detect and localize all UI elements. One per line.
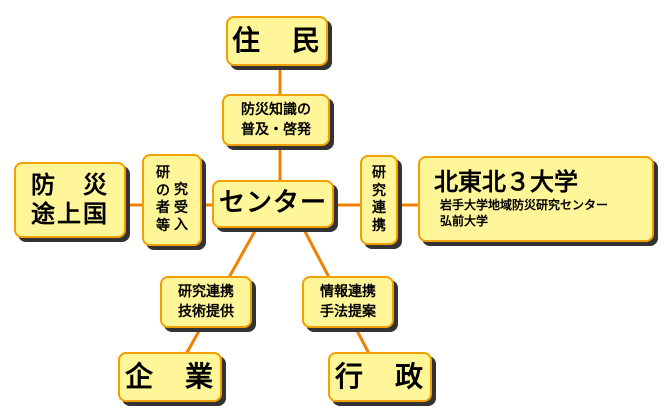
government-box: 行 政 xyxy=(328,352,432,402)
trainee-c1-3: 者 xyxy=(156,200,170,216)
research-link-char-3: 連 xyxy=(372,200,386,216)
trainee-c2-3: 受 xyxy=(174,199,188,216)
research-link-box: 研 究 連 携 xyxy=(360,155,398,245)
trainee-c2-4: 入 xyxy=(174,217,188,234)
research-link-char-1: 研 xyxy=(372,165,386,181)
univ-member-1: 岩手大学地域防災研究センター xyxy=(440,198,609,213)
research-link-char-4: 携 xyxy=(372,217,386,234)
trainee-col-2: 究 受 入 xyxy=(174,165,188,235)
developing-box: 防 災 途上国 xyxy=(14,162,126,238)
univ-member-2: 弘前大学 xyxy=(440,214,489,229)
knowledge-line-2: 普及・啓発 xyxy=(241,122,311,138)
gov-link-line-2: 手法提案 xyxy=(320,304,376,320)
trainee-c1-2: の xyxy=(156,182,170,199)
univ-title: 北東北３大学 xyxy=(434,168,578,197)
research-link-char-2: 究 xyxy=(372,182,386,199)
company-link-line-2: 技術提供 xyxy=(178,304,234,320)
trainee-c2-2: 究 xyxy=(174,182,188,199)
knowledge-line-1: 防災知識の xyxy=(241,101,311,118)
company-box: 企 業 xyxy=(118,352,222,402)
trainee-c1-4: 等 xyxy=(156,217,170,234)
trainee-c2-1 xyxy=(174,165,188,182)
trainee-col-1: 研 の 者 等 xyxy=(156,165,170,235)
trainee-c1-1: 研 xyxy=(156,165,170,181)
residents-label: 住 民 xyxy=(231,24,322,58)
gov-link-box: 情報連携 手法提案 xyxy=(302,276,394,328)
center-box: センター xyxy=(212,180,334,228)
gov-link-line-1: 情報連携 xyxy=(320,283,376,300)
company-link-box: 研究連携 技術提供 xyxy=(160,276,252,328)
center-label: センター xyxy=(218,188,327,219)
company-label: 企 業 xyxy=(124,360,215,394)
residents-box: 住 民 xyxy=(226,16,328,66)
univ-box: 北東北３大学 岩手大学地域防災研究センター 弘前大学 xyxy=(418,156,654,242)
knowledge-box: 防災知識の 普及・啓発 xyxy=(222,94,330,146)
developing-line-2: 途上国 xyxy=(31,200,109,228)
trainee-box: 研 の 者 等 究 受 入 xyxy=(142,154,202,246)
government-label: 行 政 xyxy=(334,360,425,394)
developing-line-1: 防 災 xyxy=(31,171,109,200)
company-link-line-1: 研究連携 xyxy=(178,283,234,300)
